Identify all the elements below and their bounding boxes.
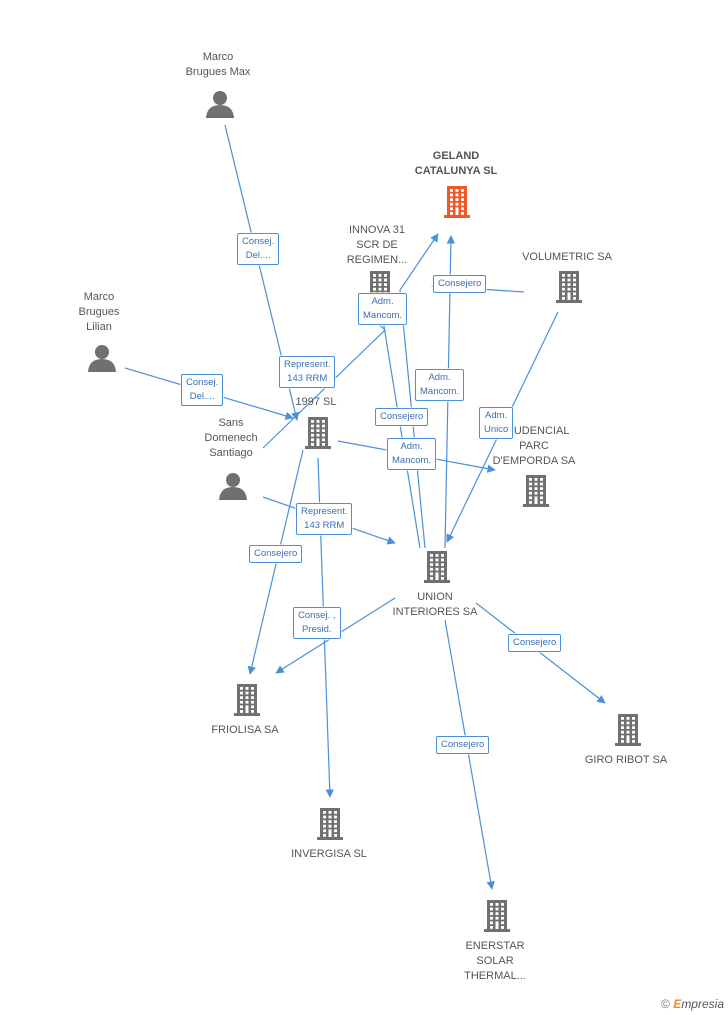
edge-line bbox=[379, 313, 421, 549]
edge-label[interactable]: Consejero bbox=[433, 275, 487, 293]
edge-label[interactable]: Represent. 143 RRM bbox=[296, 503, 353, 535]
person-icon[interactable] bbox=[88, 345, 116, 372]
edge-label[interactable]: Represent. 143 RRM bbox=[279, 356, 336, 388]
node-label-sans[interactable]: Sans Domenech Santiago bbox=[204, 417, 258, 459]
company-icon[interactable] bbox=[484, 900, 510, 932]
node-label-volumetric[interactable]: VOLUMETRIC SA bbox=[522, 251, 612, 263]
node-label-geland[interactable]: GELAND CATALUNYA SL bbox=[414, 150, 498, 177]
edge-label[interactable]: Adm. Mancom. bbox=[358, 293, 408, 325]
edge-label[interactable]: Consejero bbox=[508, 634, 562, 652]
edge-label[interactable]: Consejero bbox=[375, 408, 429, 426]
node-label-innova[interactable]: INNOVA 31 SCR DE REGIMEN... bbox=[346, 224, 408, 266]
edge-label[interactable]: Consej. , Presid. bbox=[293, 607, 341, 639]
person-icon[interactable] bbox=[206, 91, 234, 118]
company-icon[interactable] bbox=[556, 271, 582, 303]
node-label-marco-lilian[interactable]: Marco Brugues Lilian bbox=[78, 291, 120, 333]
company-icon[interactable] bbox=[424, 551, 450, 583]
person-icon[interactable] bbox=[219, 473, 247, 500]
edge-label[interactable]: Adm. Mancom. bbox=[387, 438, 437, 470]
footer-brand: © Empresia bbox=[661, 997, 724, 1011]
edge-label[interactable]: Adm. Unico bbox=[479, 407, 514, 439]
node-label-invergisa[interactable]: INVERGISA SL bbox=[291, 848, 367, 860]
brand-name: mpresia bbox=[681, 997, 724, 1011]
node-label-union[interactable]: UNION INTERIORES SA bbox=[392, 591, 478, 618]
node-label-giro[interactable]: GIRO RIBOT SA bbox=[584, 754, 668, 766]
company-icon[interactable] bbox=[234, 684, 260, 716]
edge-label[interactable]: Consej. Del.... bbox=[181, 374, 224, 406]
main-company-icon[interactable] bbox=[444, 186, 470, 218]
node-label-enerstar[interactable]: ENERSTAR SOLAR THERMAL... bbox=[464, 940, 526, 982]
node-label-friolisa[interactable]: FRIOLISA SA bbox=[211, 724, 279, 736]
brand-initial: E bbox=[673, 997, 682, 1011]
company-icon[interactable] bbox=[523, 475, 549, 507]
copyright-symbol: © bbox=[661, 997, 670, 1011]
edge-line bbox=[444, 619, 495, 890]
edge-label[interactable]: Consejero bbox=[249, 545, 303, 563]
company-icon[interactable] bbox=[615, 714, 641, 746]
edge-label[interactable]: Consejero bbox=[436, 736, 490, 754]
edge-label[interactable]: Consej. Del.... bbox=[237, 233, 280, 265]
node-label-s1997[interactable]: 1997 SL bbox=[295, 396, 337, 408]
node-label-marco-max[interactable]: Marco Brugues Max bbox=[185, 51, 251, 78]
edge-line bbox=[475, 602, 606, 704]
node-label-prudencial[interactable]: PRUDENCIAL PARC D'EMPORDA SA bbox=[492, 425, 576, 467]
company-icon[interactable] bbox=[317, 808, 343, 840]
edge-label[interactable]: Adm. Mancom. bbox=[415, 369, 465, 401]
company-icon[interactable] bbox=[305, 417, 331, 449]
